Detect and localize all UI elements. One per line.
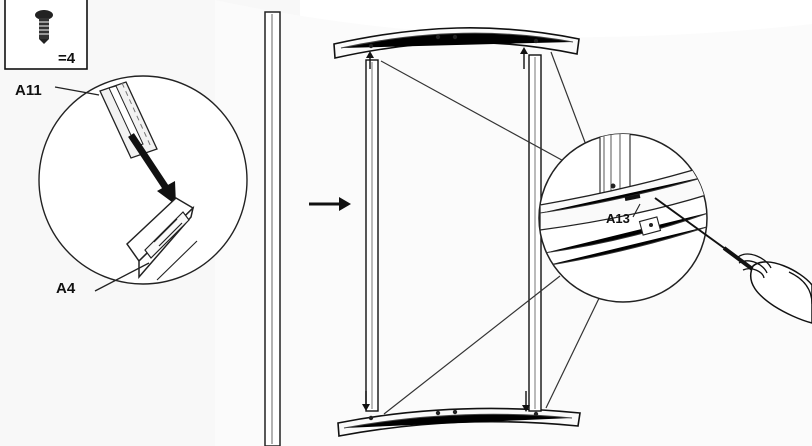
top-curved-rail	[333, 27, 580, 59]
screw-icon	[35, 10, 53, 44]
a11-leader-line	[54, 86, 100, 96]
part-a4-label: A4	[56, 280, 76, 297]
center-rail	[264, 11, 281, 446]
insert-arrow-head	[157, 181, 176, 205]
part-a13-label: A13	[606, 211, 630, 226]
zoom-guide-bottom-right	[545, 289, 604, 409]
screw-quantity-label: =4	[58, 50, 76, 67]
right-arrow-icon	[309, 197, 351, 211]
detail-circle-right	[538, 133, 708, 303]
zoom-guide-bottom-left	[383, 275, 561, 415]
a11-profile-detail	[99, 81, 158, 159]
background-arc-region	[215, 0, 812, 446]
detail-circle-left	[38, 75, 248, 285]
bottom-curved-rail	[337, 407, 581, 437]
screw-count-box: =4	[4, 0, 88, 70]
part-a11-label: A11	[15, 82, 42, 99]
a13-leader-line	[632, 203, 641, 218]
a4-profile-detail	[126, 197, 198, 281]
zoom-guide-right	[550, 51, 587, 146]
left-vertical-bar	[362, 51, 379, 412]
a4-leader-line	[94, 262, 150, 292]
